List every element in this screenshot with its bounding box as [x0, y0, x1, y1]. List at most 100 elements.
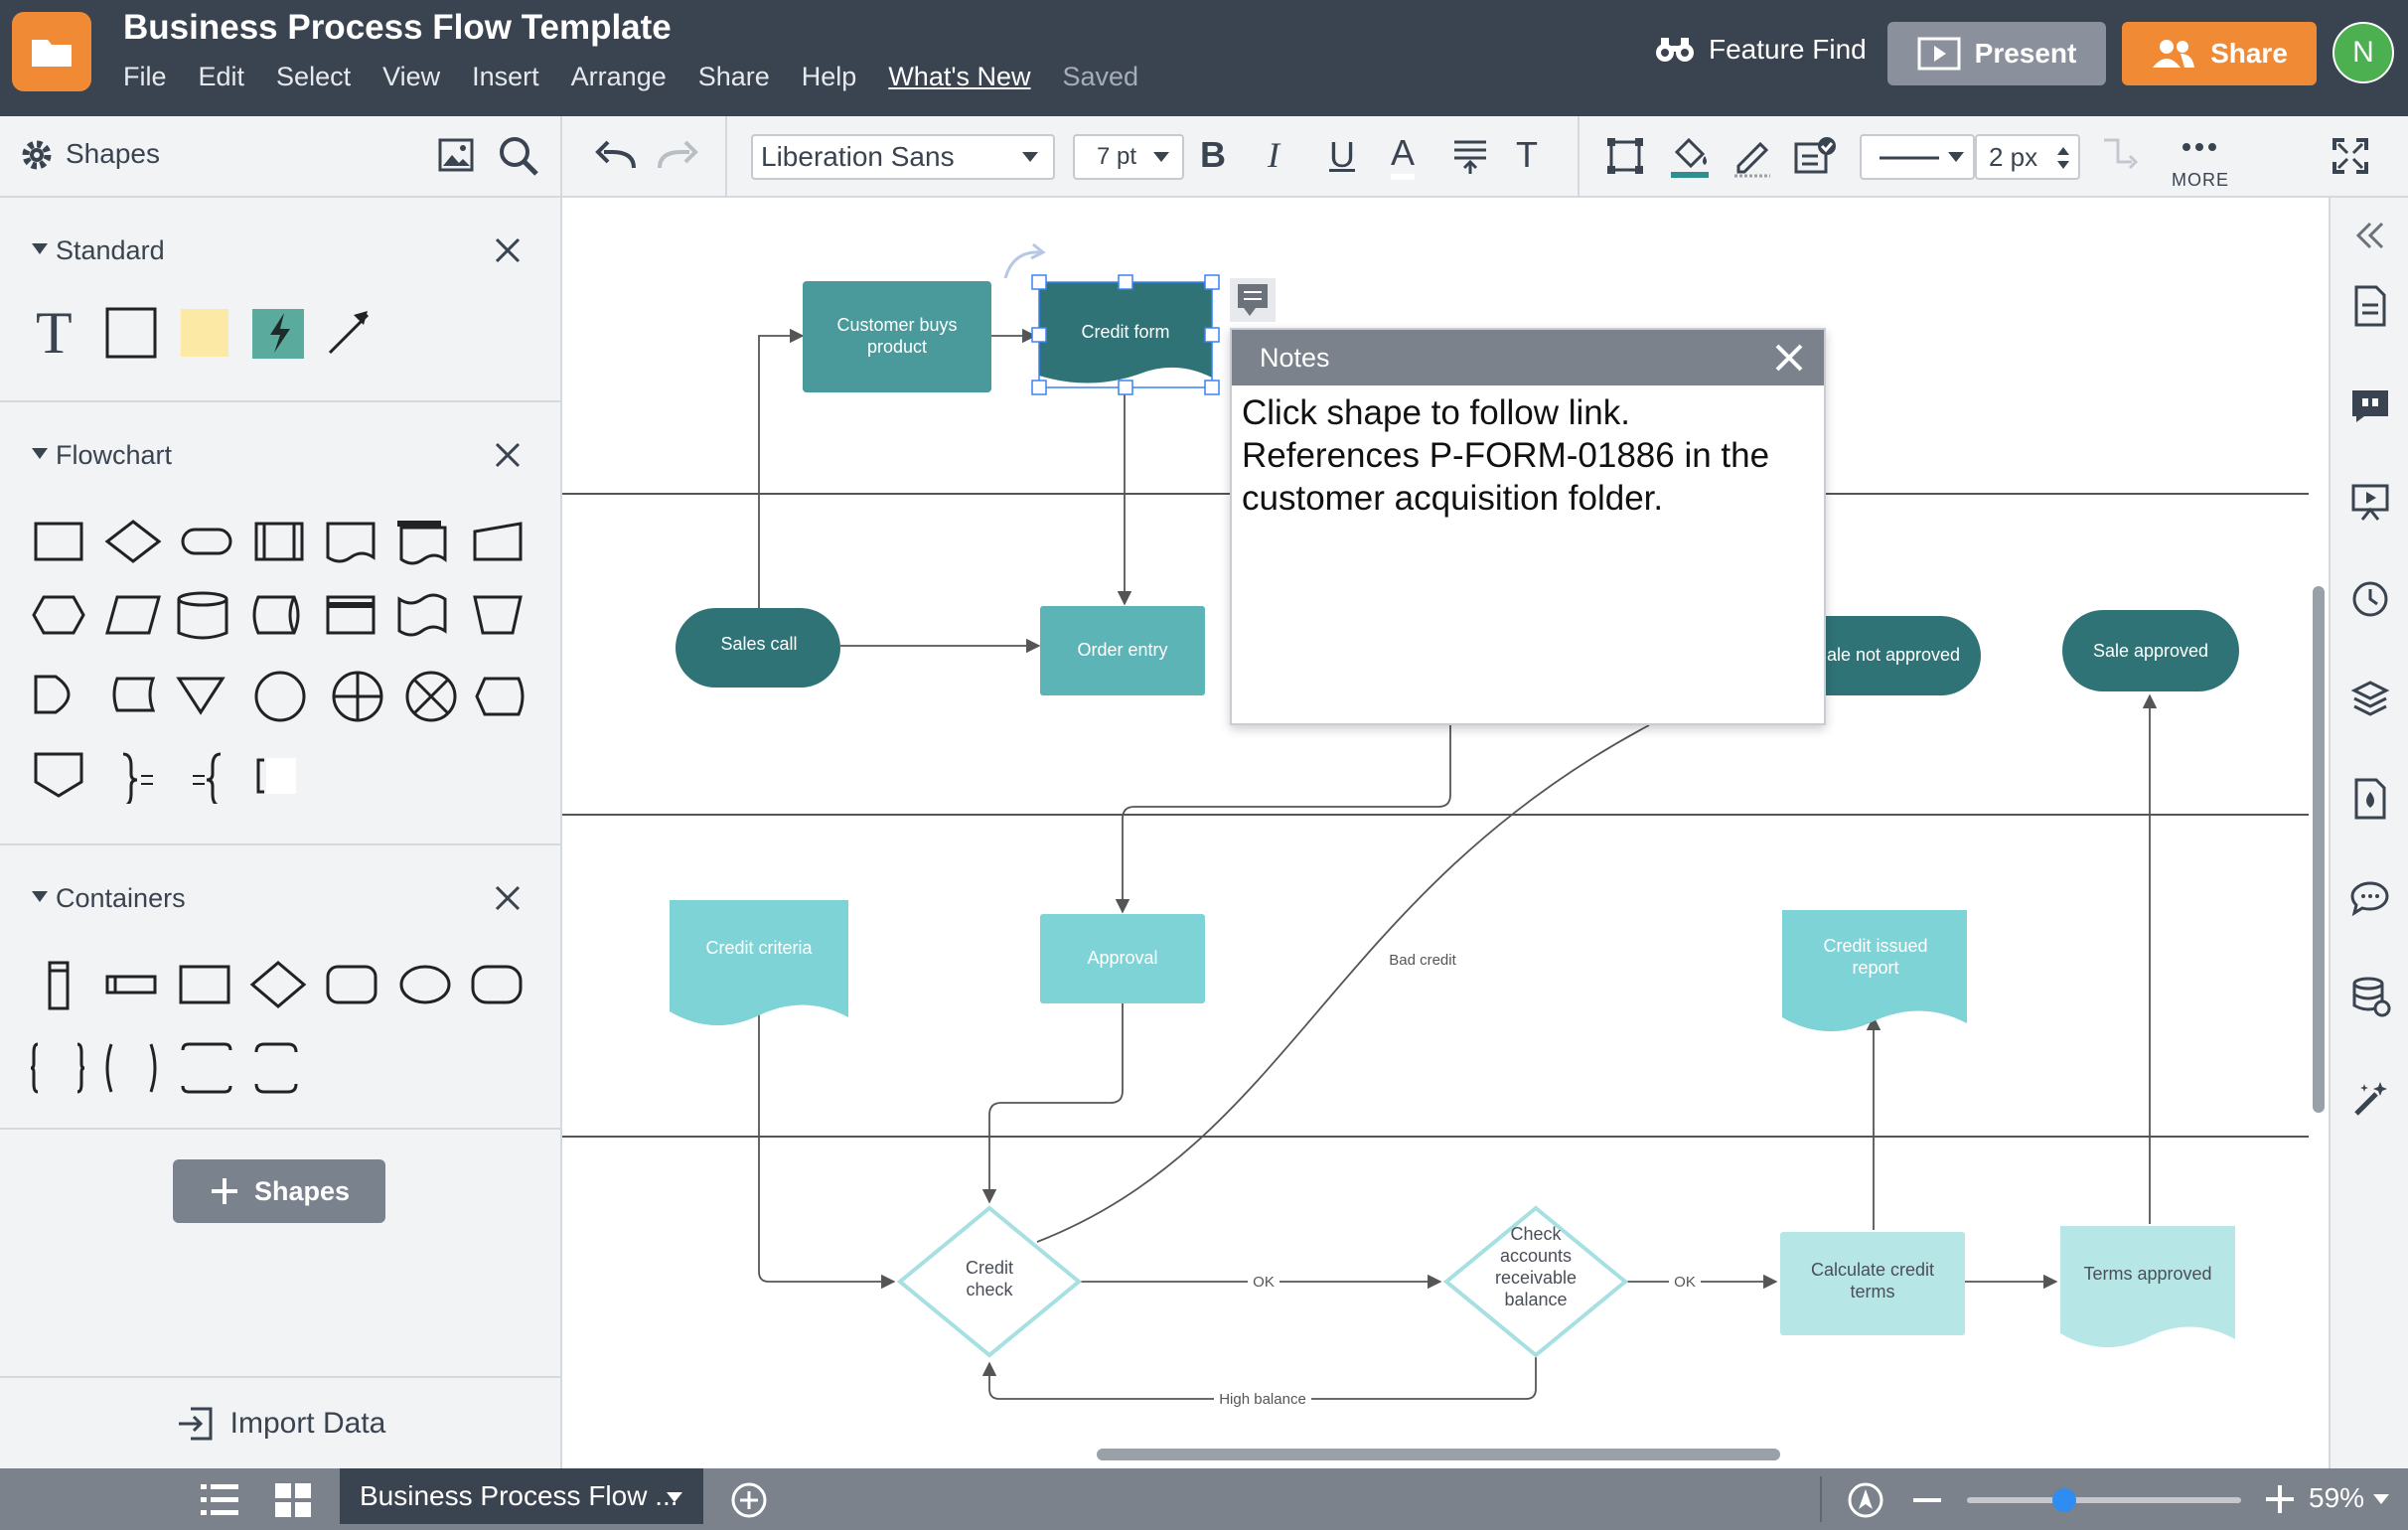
resize-handle[interactable] [1204, 327, 1220, 343]
menu-file[interactable]: File [123, 62, 167, 91]
more-icon[interactable] [2182, 142, 2217, 152]
section-containers-title[interactable]: Containers [56, 883, 186, 913]
node-order-entry[interactable]: Order entry [1040, 606, 1205, 695]
note-indicator-icon[interactable] [1230, 278, 1276, 322]
manual-input-icon[interactable] [473, 522, 523, 561]
resize-handle[interactable] [1118, 380, 1133, 395]
punched-tape-icon[interactable] [397, 593, 447, 637]
navigate-icon[interactable] [1846, 1480, 1885, 1520]
data-shape-icon[interactable] [105, 595, 161, 635]
resize-handle[interactable] [1118, 274, 1133, 290]
rounded-bracket-container-icon[interactable] [254, 1042, 298, 1094]
user-avatar[interactable]: N [2333, 22, 2394, 83]
page-tab[interactable]: Business Process Flow ... [340, 1468, 703, 1524]
rounded-rect-container-icon[interactable] [471, 965, 523, 1004]
undo-icon[interactable] [594, 138, 638, 174]
bracket-top-container-icon[interactable] [181, 1042, 232, 1094]
menu-share[interactable]: Share [697, 62, 770, 91]
node-credit-criteria[interactable]: Credit criteria [670, 900, 848, 1026]
zoom-slider[interactable] [1967, 1497, 2241, 1503]
document-title[interactable]: Business Process Flow Template [123, 8, 672, 47]
manual-operation-icon[interactable] [473, 595, 523, 635]
grid-view-icon[interactable] [274, 1482, 312, 1518]
sticky-note-icon[interactable] [181, 309, 228, 357]
layers-icon[interactable] [2350, 679, 2390, 718]
merge-shape-icon[interactable] [176, 677, 226, 715]
line-width-stepper[interactable]: 2 px [1975, 134, 2080, 180]
history-clock-icon[interactable] [2350, 579, 2390, 619]
zoom-slider-handle[interactable] [2052, 1488, 2076, 1512]
connector-bad-credit[interactable] [1036, 724, 1650, 1243]
predefined-process-icon[interactable] [254, 522, 304, 561]
resize-handle[interactable] [1204, 380, 1220, 395]
internal-storage-icon[interactable] [326, 595, 376, 635]
or-shape-icon[interactable] [332, 671, 383, 722]
font-size-select[interactable]: 7 pt [1073, 134, 1184, 180]
notes-text[interactable]: Click shape to follow link. References P… [1242, 393, 1770, 518]
rectangle-container-icon[interactable] [179, 965, 230, 1004]
menu-select[interactable]: Select [276, 62, 352, 91]
curly-brace-container-icon[interactable] [30, 1042, 85, 1094]
line-color-icon[interactable] [1732, 134, 1772, 180]
zoom-level[interactable]: 59% [2309, 1482, 2365, 1513]
present-button[interactable]: Present [1887, 22, 2106, 85]
gear-icon[interactable] [18, 136, 56, 174]
collapse-panel-icon[interactable] [2354, 220, 2386, 251]
fill-color-icon[interactable] [1669, 134, 1711, 180]
node-customer-buys-product[interactable]: Customer buys product [803, 281, 991, 392]
summing-junction-icon[interactable] [405, 671, 457, 722]
node-credit-form[interactable]: Credit form [1039, 282, 1212, 383]
menu-whats-new[interactable]: What's New [888, 62, 1031, 91]
ellipse-container-icon[interactable] [399, 965, 451, 1004]
shape-border-icon[interactable] [1605, 136, 1645, 176]
line-style-select[interactable] [1860, 134, 1975, 180]
menu-help[interactable]: Help [801, 62, 857, 91]
presentation-icon[interactable] [2350, 482, 2390, 522]
annotation-brace-left-icon[interactable] [193, 752, 222, 804]
display-shape-icon[interactable] [475, 677, 525, 716]
menu-view[interactable]: View [382, 62, 441, 91]
underline-button[interactable]: U [1329, 134, 1355, 175]
close-standard-icon[interactable] [493, 235, 523, 265]
redo-icon[interactable] [656, 138, 699, 174]
close-flowchart-icon[interactable] [493, 440, 523, 470]
resize-handle[interactable] [1031, 380, 1047, 395]
italic-button[interactable]: I [1268, 135, 1279, 175]
comment-icon[interactable] [2350, 879, 2390, 917]
preparation-shape-icon[interactable] [32, 595, 85, 635]
diamond-container-icon[interactable] [249, 961, 307, 1008]
fullscreen-icon[interactable] [2331, 136, 2370, 176]
vertical-pool-icon[interactable] [48, 961, 70, 1010]
menu-arrange[interactable]: Arrange [570, 62, 667, 91]
collapse-containers-icon[interactable] [32, 891, 48, 902]
menu-edit[interactable]: Edit [198, 62, 245, 91]
chevron-down-icon[interactable] [2372, 1492, 2390, 1506]
conditional-format-icon[interactable] [1794, 136, 1838, 176]
list-view-icon[interactable] [199, 1482, 240, 1518]
node-calculate-credit-terms[interactable]: Calculate credit terms [1780, 1232, 1965, 1335]
node-credit-issued-report[interactable]: Credit issued report [1782, 910, 1967, 1032]
import-data-button[interactable]: Import Data [0, 1376, 562, 1468]
image-icon[interactable] [437, 136, 475, 174]
connector-criteria-to-credit-check[interactable] [758, 1003, 896, 1290]
annotation-brace-icon[interactable] [122, 752, 153, 804]
share-button[interactable]: Share [2122, 22, 2317, 85]
add-page-icon[interactable] [729, 1480, 769, 1520]
theme-drop-icon[interactable] [2352, 778, 2388, 820]
horizontal-scrollbar[interactable] [1097, 1449, 1780, 1460]
document-shape-icon[interactable] [326, 522, 376, 563]
database-shape-icon[interactable] [177, 591, 228, 640]
off-page-reference-icon[interactable] [34, 752, 83, 798]
stored-data-icon[interactable] [112, 677, 156, 712]
connector-approval-to-credit-check[interactable] [981, 1001, 1124, 1204]
close-containers-icon[interactable] [493, 883, 523, 913]
close-icon[interactable] [1774, 343, 1804, 373]
connector-shape-icon[interactable] [254, 671, 306, 722]
collapse-flowchart-icon[interactable] [32, 448, 48, 459]
bold-button[interactable]: B [1200, 134, 1226, 175]
section-standard-title[interactable]: Standard [56, 235, 165, 265]
zoom-out-icon[interactable] [1911, 1488, 1943, 1512]
node-approval[interactable]: Approval [1040, 914, 1205, 1003]
node-sale-approved[interactable]: Sale approved [2062, 610, 2239, 691]
connector-style-icon[interactable] [2100, 136, 2140, 176]
